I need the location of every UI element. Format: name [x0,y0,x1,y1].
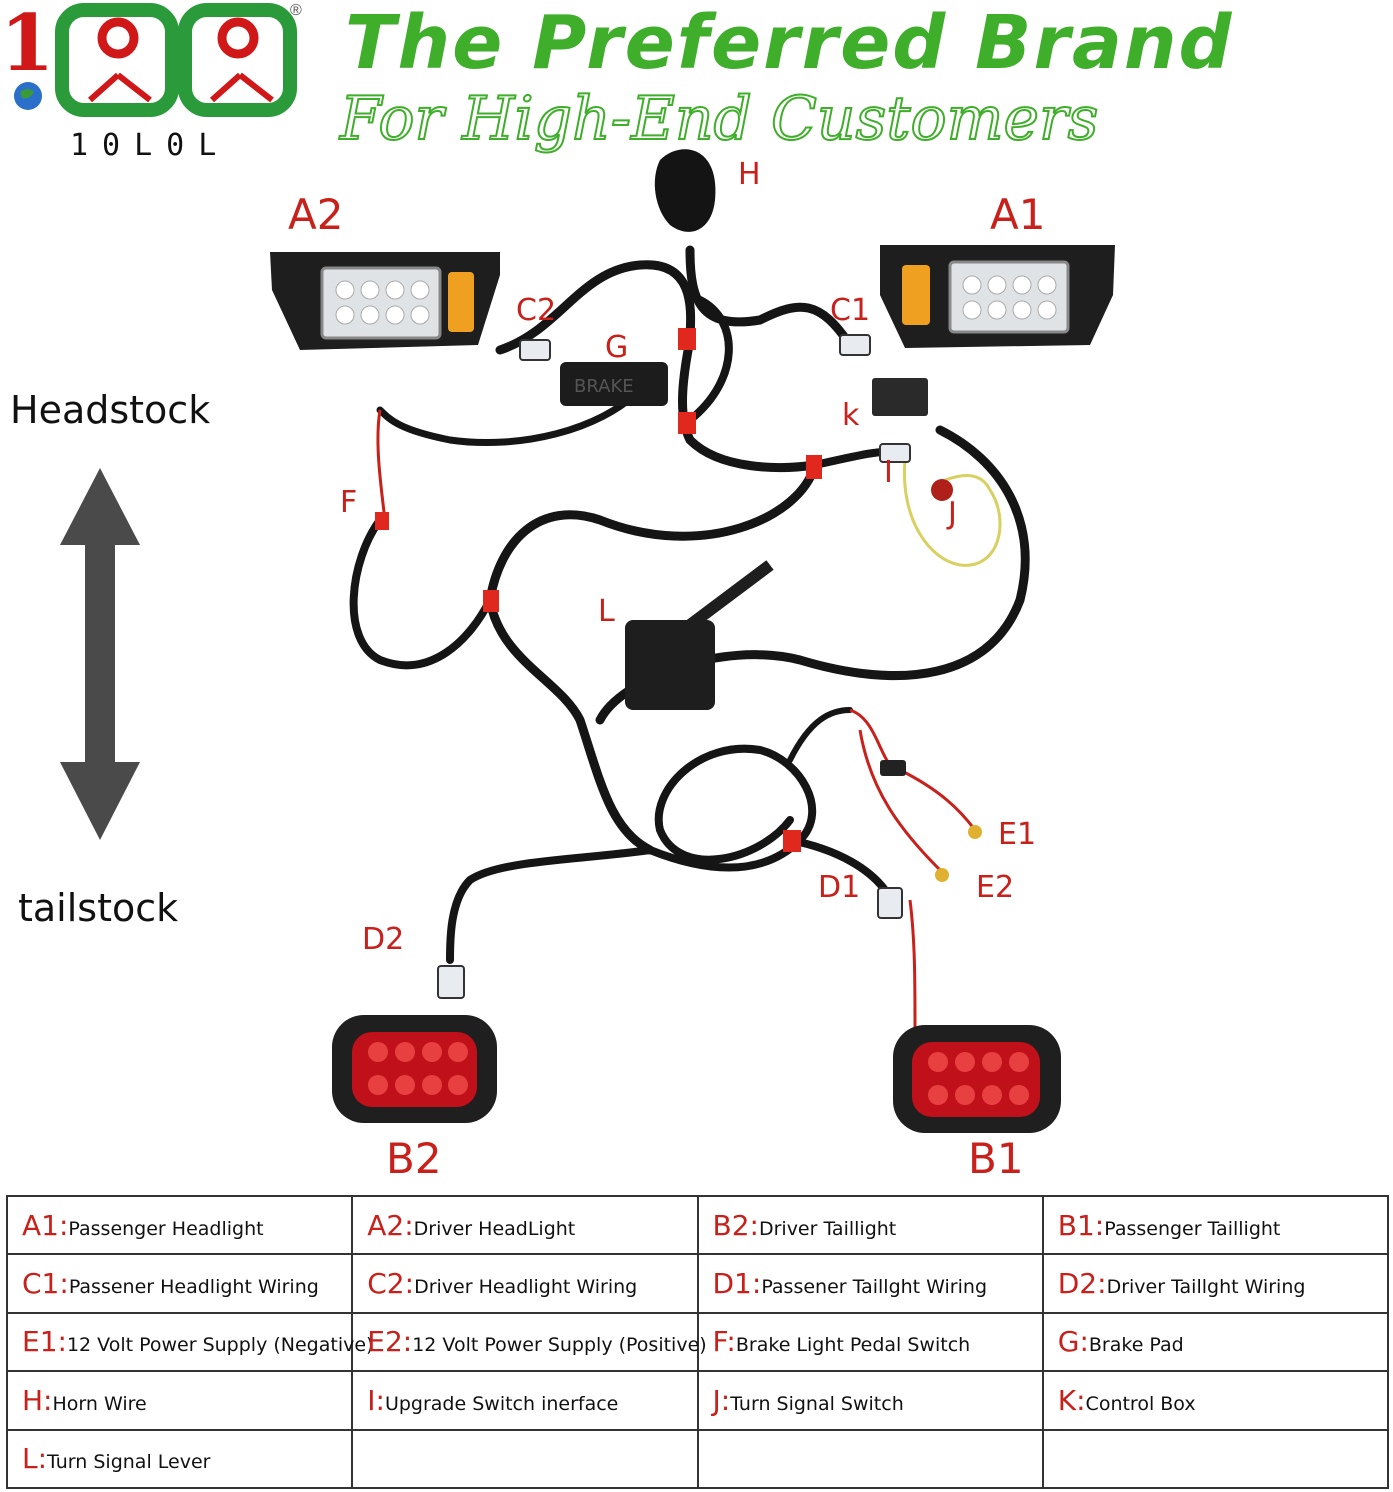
double-arrow-icon [60,468,140,840]
legend-cell: H:Horn Wire [5,1370,354,1431]
thin-wires [376,409,977,1031]
label-a2: A2 [288,190,344,239]
red-tape-markers [375,328,822,852]
label-j: J [948,496,957,531]
label-e1: E1 [998,817,1037,852]
legend-row: L:Turn Signal Lever [5,1428,1390,1490]
label-d2: D2 [362,922,405,957]
label-c1: C1 [830,293,871,328]
turn-signal-wires [902,459,1002,567]
legend-table: A1:Passenger Headlight A2:Driver HeadLig… [5,1194,1390,1490]
label-a1: A1 [990,190,1046,239]
legend-cell: A1:Passenger Headlight [5,1194,354,1256]
control-box-icon [872,378,928,416]
legend-cell: B1:Passenger Taillight [1041,1194,1390,1256]
legend-cell: D1:Passener Taillght Wiring [696,1253,1044,1314]
connectors [437,334,982,999]
legend-row: C1:Passener Headlight Wiring C2:Driver H… [5,1253,1390,1314]
horn-icon [654,149,716,232]
legend-cell: L:Turn Signal Lever [5,1428,354,1490]
legend-cell: E1:12 Volt Power Supply (Negative) [5,1311,373,1373]
registered-mark: ® [290,2,302,19]
svg-text:1: 1 [0,0,54,89]
brand-logo: 1 ® 10L0L [0,0,320,170]
tailstock-label: tailstock [18,886,179,930]
legend-cell: G:Brake Pad [1041,1311,1390,1373]
label-c2: C2 [516,293,557,328]
wiring-diagram: BRAKE [60,149,1115,1133]
legend-cell [351,1428,699,1490]
legend-cell: K:Control Box [1041,1370,1390,1431]
turn-signal-lever-icon [625,560,774,710]
brake-pad-icon [560,362,668,406]
legend-row: A1:Passenger Headlight A2:Driver HeadLig… [5,1194,1390,1256]
turn-signal-switch-icon [931,479,953,501]
label-f: F [340,485,358,520]
label-b1: B1 [968,1134,1024,1183]
label-h: H [738,157,761,192]
brand-name: 10L0L [70,128,231,163]
taillight-b2-icon [332,1015,497,1123]
legend-row: H:Horn Wire I:Upgrade Switch inerface J:… [5,1370,1390,1431]
legend-cell: A2:Driver HeadLight [351,1194,699,1256]
legend-cell: E2:12 Volt Power Supply (Positive) [351,1311,707,1373]
logo-mark-icon: 1 [0,0,297,117]
subline: For High-End Customers [339,83,1099,155]
headline: The Preferred Brand [345,0,1234,86]
headstock-label: Headstock [10,388,211,432]
label-i: I [884,455,893,490]
label-k: k [842,398,860,433]
legend-cell: J:Turn Signal Switch [696,1370,1044,1431]
legend-cell [1041,1428,1390,1490]
taillight-b1-icon [893,1025,1061,1133]
legend-cell: C2:Driver Headlight Wiring [351,1253,699,1314]
headlight-a2-icon [270,252,500,350]
label-g: G [605,330,629,365]
legend-cell [696,1428,1044,1490]
label-d1: D1 [818,870,861,905]
legend-cell: B2:Driver Taillight [696,1194,1044,1256]
label-l: L [598,594,615,629]
legend-row: E1:12 Volt Power Supply (Negative) E2:12… [5,1311,1390,1373]
legend-cell: F:Brake Light Pedal Switch [696,1311,1044,1373]
brake-pad-text: BRAKE [574,376,634,397]
legend-cell: C1:Passener Headlight Wiring [5,1253,354,1314]
headlight-a1-icon [880,245,1115,348]
legend-cell: I:Upgrade Switch inerface [351,1370,699,1431]
label-e2: E2 [976,870,1015,905]
legend-cell: D2:Driver Taillght Wiring [1041,1253,1390,1314]
label-b2: B2 [386,1134,442,1183]
